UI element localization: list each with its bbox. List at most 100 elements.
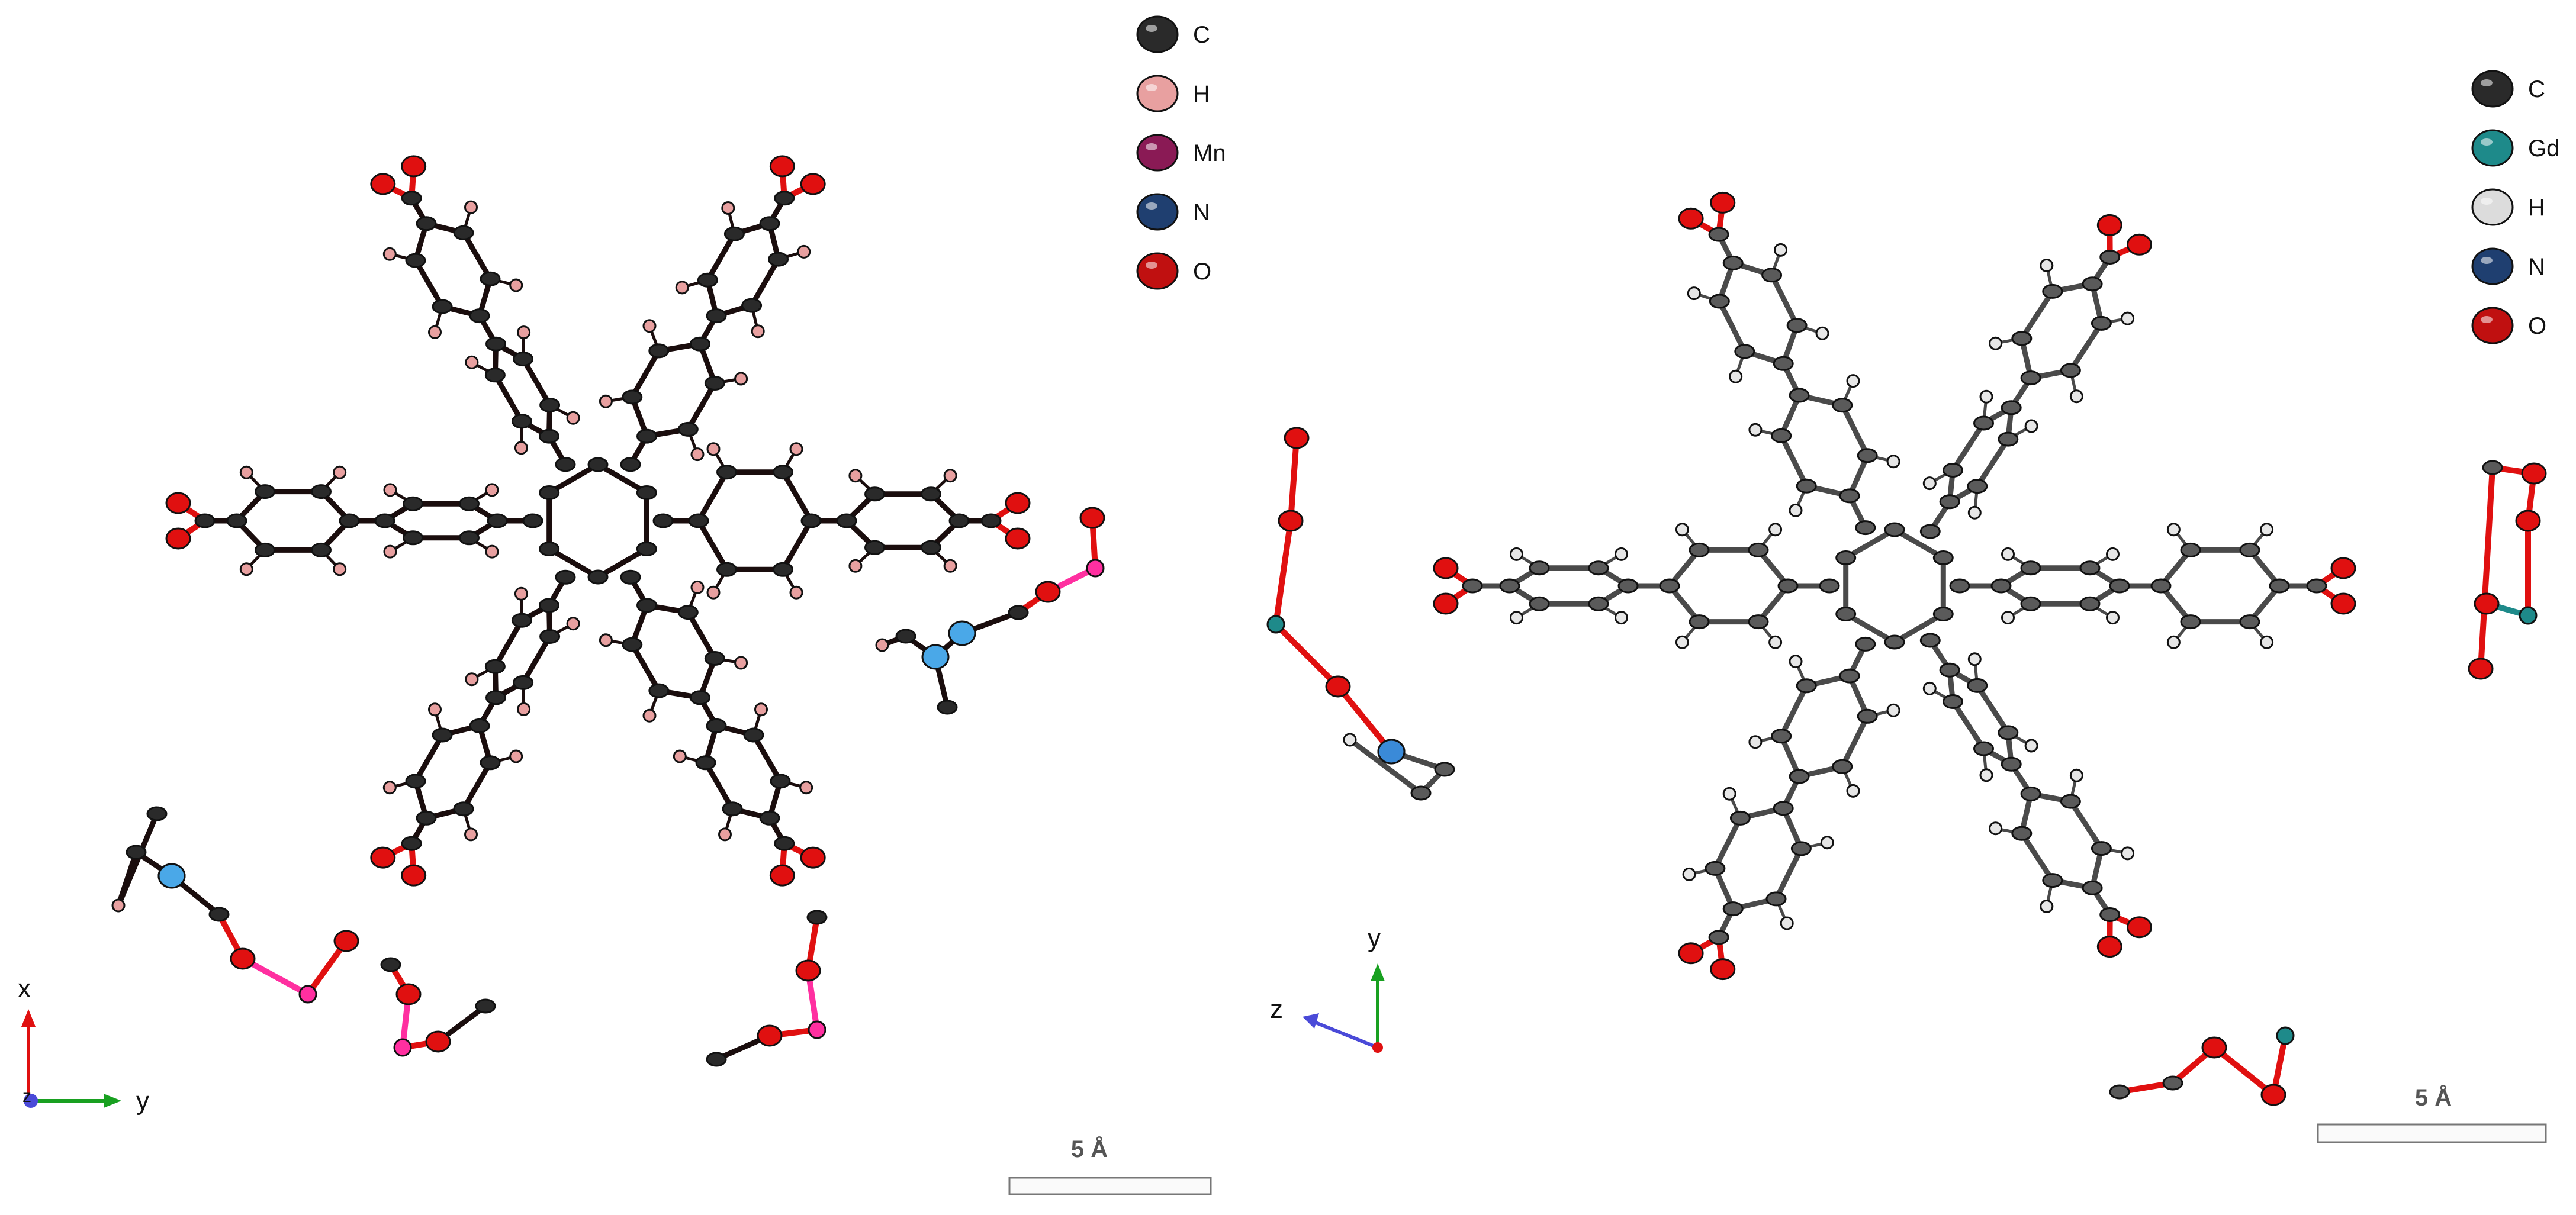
carbon-atom	[1617, 578, 1639, 594]
left-scale-bar: 5 Å	[1008, 1136, 1212, 1195]
carbon-atom	[2020, 596, 2041, 611]
bond	[696, 469, 729, 524]
carbon-atom	[475, 998, 496, 1014]
bond	[1288, 435, 1300, 524]
carbon-atom	[484, 659, 506, 674]
hydrogen-atom	[1780, 916, 1794, 930]
legend-highlight	[2481, 316, 2493, 323]
bond	[705, 231, 737, 283]
carbon-atom	[416, 216, 437, 231]
hydrogen-atom	[1967, 652, 1982, 666]
carbon-atom	[2150, 578, 2172, 594]
carbon-atom	[706, 308, 727, 324]
carbon-atom	[432, 727, 453, 743]
carbon-atom	[453, 225, 474, 240]
carbon-atom	[1949, 578, 1970, 594]
hydrogen-atom	[789, 585, 803, 600]
hydrogen-atom	[2121, 846, 2135, 861]
carbon-atom	[1832, 759, 1853, 774]
carbon-atom	[226, 513, 247, 528]
legend-swatch-mn	[1136, 134, 1179, 172]
hydrogen-atom	[1789, 655, 1803, 669]
carbon-atom	[1835, 550, 1857, 565]
oxygen-atom	[2201, 1036, 2227, 1059]
z-axis-arrowhead	[1303, 1013, 1319, 1029]
y-axis-label: y	[136, 1087, 149, 1116]
carbon-atom	[706, 1052, 727, 1067]
hydrogen-atom	[1615, 547, 1628, 561]
oxygen-atom	[769, 155, 795, 178]
hydrogen-atom	[848, 559, 863, 573]
carbon-atom	[864, 540, 885, 555]
oxygen-atom	[401, 864, 427, 887]
carbon-atom	[636, 542, 657, 556]
carbon-atom	[403, 496, 423, 511]
z-axis-label: z	[22, 1087, 31, 1106]
carbon-atom	[1839, 668, 1860, 684]
carbon-atom	[2079, 596, 2101, 611]
carbon-atom	[522, 513, 543, 528]
bond	[1273, 621, 1341, 689]
carbon-atom	[2099, 907, 2121, 922]
carbon-atom	[255, 484, 275, 499]
carbon-atom	[722, 801, 743, 817]
oxygen-atom	[370, 846, 396, 869]
carbon-atom	[1410, 785, 1432, 801]
carbon-atom	[380, 957, 401, 972]
bond	[595, 462, 649, 495]
hydrogen-atom	[2260, 523, 2274, 537]
carbon-atom	[1008, 605, 1029, 620]
carbon-atom	[1884, 634, 1905, 650]
carbon-atom	[511, 613, 532, 628]
legend-label-c: C	[1193, 22, 1210, 48]
carbon-atom	[403, 530, 423, 546]
oxygen-atom	[1678, 207, 1704, 230]
hydrogen-atom	[1722, 787, 1736, 801]
oxygen-atom	[757, 1024, 783, 1047]
bond	[2478, 465, 2495, 672]
hydrogen-atom	[1846, 374, 1860, 388]
carbon-atom	[487, 513, 508, 528]
atom-layer	[111, 155, 1105, 1067]
carbon-atom	[704, 651, 725, 666]
hydrogen-atom	[1979, 389, 1993, 404]
oxygen-atom	[2096, 214, 2122, 236]
legend-label-o: O	[2528, 313, 2546, 339]
carbon-atom	[636, 598, 657, 613]
carbon-atom	[1689, 614, 1710, 630]
bond	[240, 956, 311, 997]
carbon-atom	[1967, 678, 1988, 693]
carbon-atom	[774, 191, 795, 206]
carbon-atom	[622, 389, 643, 405]
oxygen-atom	[1005, 492, 1031, 514]
hydrogen-atom	[2001, 547, 2015, 561]
carbon-atom	[1973, 741, 1994, 756]
carbon-atom	[146, 806, 168, 821]
hydrogen-atom	[642, 319, 657, 333]
metal-atom	[393, 1038, 412, 1057]
carbon-atom	[539, 629, 561, 644]
hydrogen-atom	[333, 562, 347, 576]
carbon-atom	[1932, 607, 1954, 621]
oxygen-atom	[401, 155, 427, 178]
carbon-atom	[1789, 769, 1810, 784]
hydrogen-atom	[943, 469, 957, 483]
hydrogen-atom	[2024, 739, 2038, 753]
carbon-atom	[1855, 520, 1876, 536]
hydrogen-atom	[239, 465, 253, 479]
legend-swatch-gd	[2471, 129, 2514, 167]
carbon-atom	[1748, 614, 1769, 630]
carbon-atom	[1773, 801, 1794, 816]
hydrogen-atom	[754, 702, 768, 717]
carbon-atom	[1939, 662, 1960, 678]
metal-atom	[298, 985, 317, 1004]
hydrogen-atom	[2121, 311, 2135, 325]
carbon-atom	[1973, 415, 1994, 431]
carbon-atom	[311, 484, 332, 499]
legend-label-h: H	[1193, 81, 1210, 107]
carbon-atom	[677, 605, 699, 620]
z-axis-arrow	[1310, 1019, 1379, 1049]
carbon-atom	[1434, 762, 1455, 777]
hydrogen-atom	[599, 394, 613, 408]
